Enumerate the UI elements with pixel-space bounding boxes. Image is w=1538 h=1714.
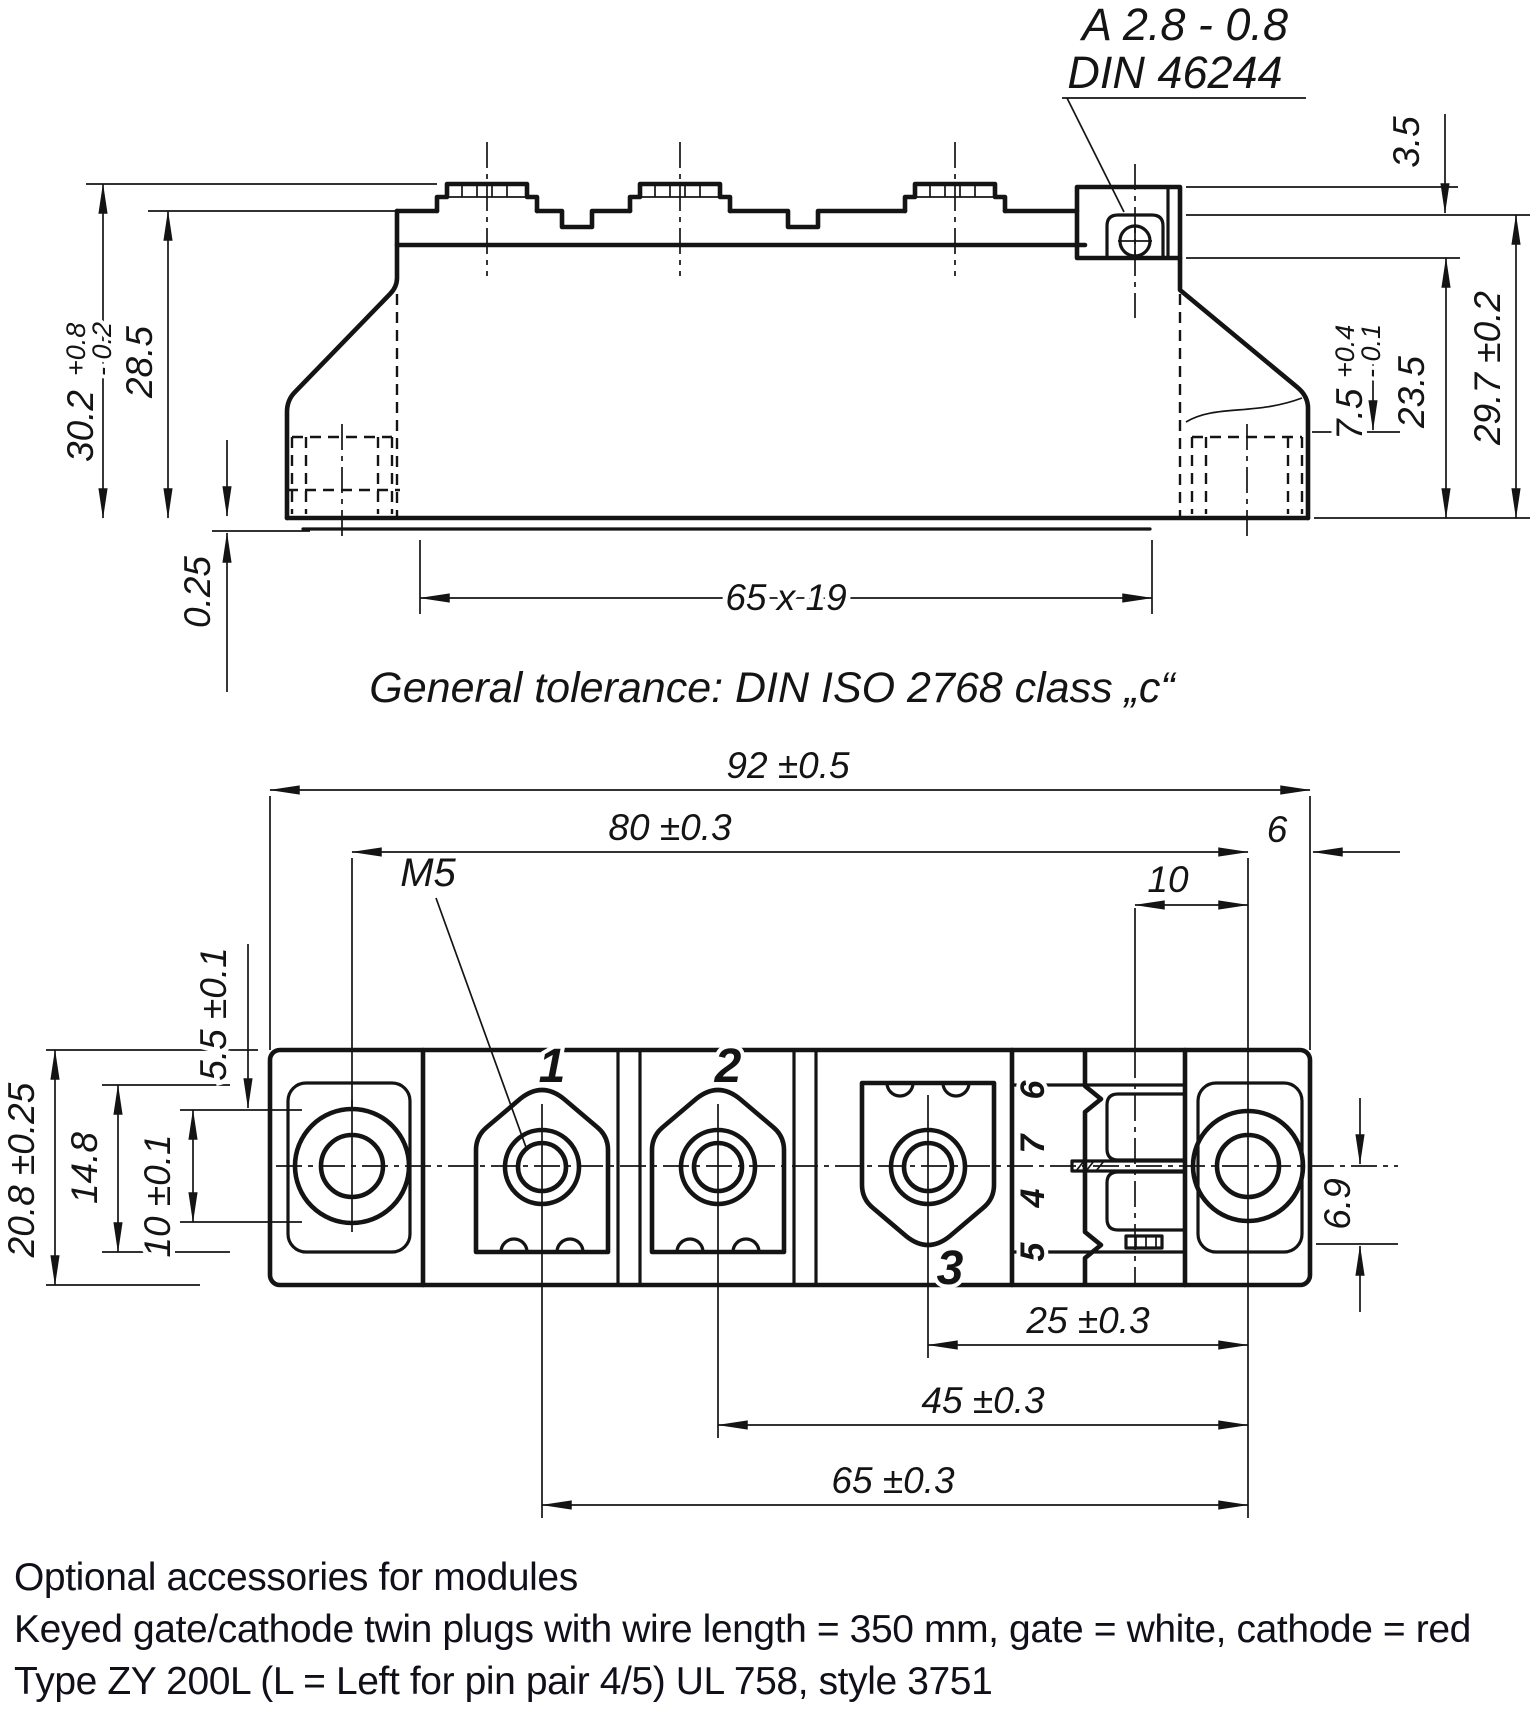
footer-notes: Optional accessories for modules Keyed g… (14, 1552, 1538, 1708)
pin-4-label: 4 (1014, 1188, 1052, 1208)
cell-separators (616, 1048, 818, 1287)
dim-3-5: 3.5 (1386, 116, 1427, 168)
dim-6: 6 (1267, 809, 1288, 850)
dim-10-slot: 10 ±0.1 (137, 1134, 178, 1257)
dim-14-8: 14.8 (64, 1132, 105, 1204)
plan-view: 92 ±0.5 80 ±0.3 6 10 M5 5.5 ±0.1 20.8 ±0… (0, 740, 1400, 1518)
module-outline (284, 208, 400, 521)
thread-leader (435, 897, 528, 1151)
dim-23-5: 23.5 (1391, 356, 1432, 429)
dim-25: 25 ±0.3 (1025, 1300, 1150, 1341)
dim-10: 10 (1147, 859, 1189, 900)
dim-28-5: 28.5 (119, 326, 160, 399)
break-line (1185, 397, 1303, 423)
dim-30-2: 30.2 +0.8 - 0.2 (55, 318, 121, 467)
thread-label: M5 (400, 851, 456, 895)
right-mount-hidden (1185, 397, 1304, 542)
terminal-1-label: 1 (539, 1040, 566, 1093)
dim-92: 92 ±0.5 (726, 745, 850, 786)
plan-outline (267, 1047, 1313, 1288)
general-tolerance-note: General tolerance: DIN ISO 2768 class „c… (369, 664, 1177, 712)
dim-30-2-tol-minus: - 0.2 (87, 322, 117, 376)
terminal-3-label: 3 (937, 1242, 964, 1295)
side-view: 30.2 +0.8 - 0.2 28.5 0.25 65 x 19 3.5 23… (55, 0, 1530, 692)
dim-45: 45 ±0.3 (921, 1380, 1045, 1421)
extension-lines-vertical (269, 796, 1311, 1518)
dim-80: 80 ±0.3 (608, 807, 732, 848)
pin-7-label: 7 (1014, 1132, 1052, 1153)
dim-5-5: 5.5 ±0.1 (193, 947, 234, 1080)
right-tab-contour (1196, 1081, 1304, 1254)
flag-leader-line (1062, 97, 1306, 213)
dim-30-2-tol-plus: +0.8 (61, 323, 91, 376)
dim-7-5-value: 7.5 (1329, 388, 1370, 440)
footer-line-type: Type ZY 200L (L = Left for pin pair 4/5)… (14, 1660, 993, 1703)
dim-30-2-value: 30.2 (60, 390, 101, 462)
dim-7-5: 7.5 +0.4 - 0.1 (1324, 320, 1390, 445)
flag-din-label: DIN 46244 (1067, 47, 1282, 98)
plate-top (394, 208, 1080, 230)
pin-6-label: 6 (1014, 1079, 1052, 1099)
dim-7-5-tol-plus: +0.4 (1330, 325, 1360, 378)
flag-spec-label: A 2.8 - 0.8 (1079, 0, 1288, 50)
dim-65x19: 65 x 19 (725, 577, 846, 618)
dim-20-8: 20.8 ±0.25 (1, 1082, 42, 1258)
flag-terminal-tab (1074, 184, 1183, 261)
dim-65: 65 ±0.3 (831, 1460, 955, 1501)
terminal-centerlines (486, 142, 1136, 318)
footer-line-accessories: Optional accessories for modules (14, 1556, 578, 1599)
pin-blade-5 (1124, 1234, 1164, 1250)
terminal-2-label: 2 (714, 1040, 742, 1093)
pin-5-label: 5 (1014, 1241, 1052, 1261)
dim-7-5-tol-minus: - 0.1 (1356, 324, 1386, 378)
module-outline-right (1177, 255, 1311, 521)
dim-6-9: 6.9 (1317, 1178, 1358, 1229)
left-mount-hidden (287, 424, 400, 542)
footer-line-plugs: Keyed gate/cathode twin plugs with wire … (14, 1608, 1471, 1651)
dim-0-25: 0.25 (177, 556, 218, 628)
dim-29-7: 29.7 ±0.2 (1467, 291, 1508, 446)
